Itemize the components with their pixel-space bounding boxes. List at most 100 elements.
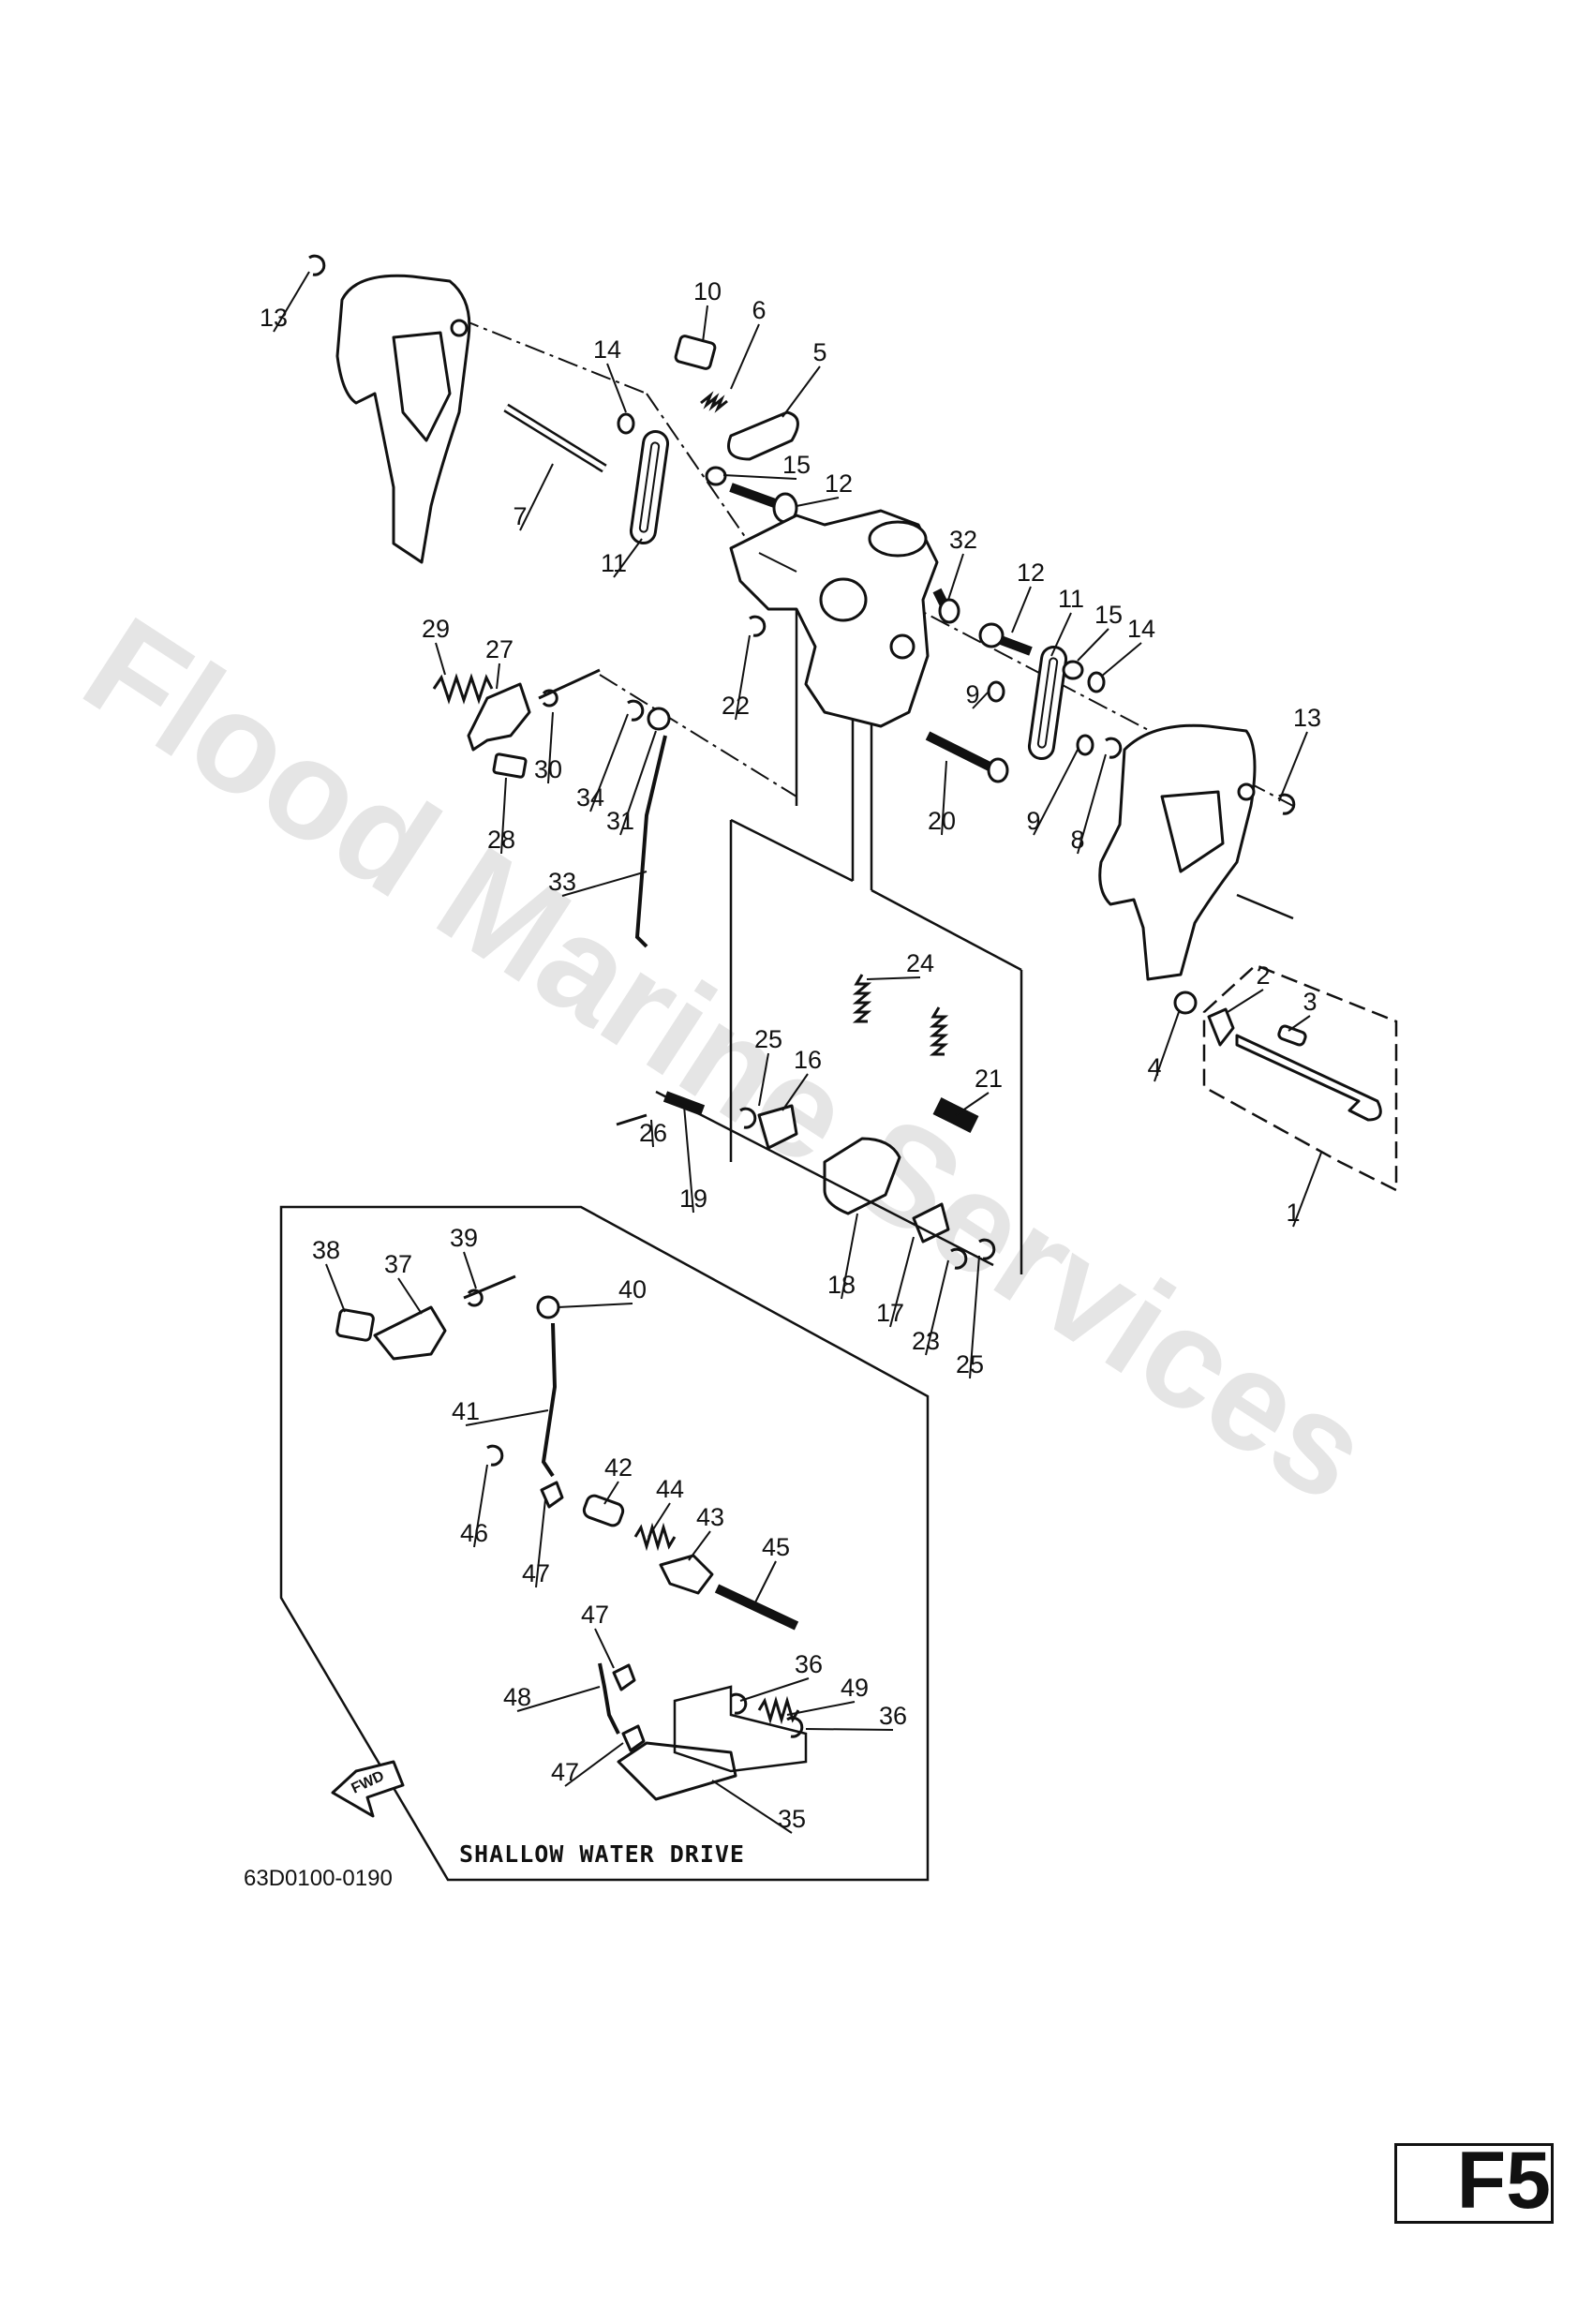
clip-46	[486, 1444, 504, 1467]
callout-number: 1	[1286, 1199, 1300, 1227]
callout-number: 9	[965, 680, 979, 708]
lever-43	[659, 1554, 714, 1595]
washer-15-left	[705, 466, 727, 486]
callout-leader	[650, 1119, 654, 1148]
callout-leader	[782, 365, 821, 418]
callout-leader	[603, 1481, 619, 1505]
callout-leader	[730, 323, 760, 390]
callout-leader	[397, 1277, 423, 1315]
callout-leader	[925, 1259, 949, 1356]
callout-number: 10	[693, 277, 722, 305]
callout-number: 36	[879, 1702, 907, 1730]
bracket-37	[373, 1305, 447, 1361]
callout-number: 37	[384, 1250, 412, 1278]
callout-number: 43	[696, 1503, 724, 1531]
bolt-32	[932, 588, 960, 624]
callout-number: 33	[548, 868, 576, 896]
clip-34	[627, 699, 645, 722]
callout-number: 49	[841, 1674, 869, 1702]
callout-number: 46	[460, 1519, 488, 1547]
callout-leader	[1050, 612, 1072, 657]
spring-44	[633, 1522, 677, 1552]
callout-leader	[753, 1560, 777, 1605]
callout-number: 15	[782, 451, 811, 479]
springs-24	[852, 974, 949, 1056]
bracket-16	[757, 1104, 798, 1150]
bracket-17	[912, 1202, 950, 1244]
callout-number: 31	[606, 807, 634, 835]
callout-leader	[648, 1502, 671, 1538]
page-tag: F5	[1394, 2140, 1554, 2224]
callout-number: 36	[795, 1650, 823, 1678]
fitting-31	[647, 707, 671, 731]
bracket-housing	[729, 509, 939, 728]
bolt-12-right	[978, 622, 1033, 656]
right-control-lever	[1098, 723, 1257, 981]
callout-leader	[688, 1530, 711, 1561]
callout-number: 14	[593, 335, 621, 364]
callout-leader	[805, 1728, 894, 1731]
callout-leader	[841, 1213, 858, 1300]
callout-leader	[782, 1073, 809, 1111]
callout-number: 38	[312, 1236, 340, 1264]
link-plate-11-right	[1027, 645, 1068, 761]
callout-leader	[496, 663, 500, 690]
callout-leader	[739, 1677, 810, 1702]
washer-14-left	[617, 412, 635, 435]
callout-leader	[947, 553, 964, 601]
drawing-code: 63D0100-0190	[244, 1866, 393, 1891]
callout-leader	[547, 711, 554, 784]
plate-2	[1207, 1007, 1235, 1047]
fwd-arrow: FWD	[331, 1760, 405, 1818]
callout-leader	[722, 474, 797, 480]
callout-number: 12	[1017, 559, 1045, 587]
callout-leader	[325, 1263, 346, 1313]
callout-number: 39	[450, 1224, 478, 1252]
callout-leader	[955, 1092, 990, 1116]
callout-leader	[796, 497, 840, 507]
clip-25-lower	[978, 1238, 996, 1260]
callout-leader	[735, 634, 751, 721]
callout-number: 44	[656, 1475, 684, 1503]
callout-number: 15	[1094, 601, 1123, 629]
callout-leader	[589, 713, 629, 812]
callout-leader	[594, 1628, 615, 1669]
callout-number: 8	[1070, 826, 1084, 854]
left-control-lever	[335, 274, 471, 564]
fitting-40	[536, 1295, 560, 1319]
callout-number: 28	[487, 826, 515, 854]
callout-number: 13	[1293, 704, 1321, 732]
callout-leader	[1288, 1015, 1311, 1032]
callout-leader	[1077, 753, 1107, 855]
callout-leader	[557, 1303, 633, 1308]
callout-leader	[786, 1701, 856, 1716]
callout-number: 48	[503, 1683, 531, 1711]
callout-number: 25	[754, 1025, 782, 1053]
lever-35	[617, 1741, 737, 1801]
callout-number: 40	[618, 1275, 647, 1304]
callout-leader	[564, 1742, 624, 1787]
clip-22	[749, 615, 767, 637]
callout-number: 27	[485, 635, 514, 663]
callout-leader	[1227, 989, 1264, 1013]
callout-number: 23	[912, 1327, 940, 1355]
rod-48	[598, 1662, 620, 1735]
callout-leader	[969, 1255, 980, 1379]
nut-4	[1173, 991, 1198, 1015]
fitting-47-mid	[612, 1663, 636, 1691]
callout-number: 17	[876, 1299, 904, 1327]
spring-6	[700, 391, 728, 413]
callout-leader	[1292, 1152, 1322, 1228]
clip-23	[950, 1247, 968, 1270]
callout-number: 3	[1303, 988, 1317, 1016]
block-38	[335, 1308, 375, 1342]
bolt-12-left	[729, 483, 798, 524]
bolt-20	[925, 731, 1009, 783]
washer-9-lower	[1076, 734, 1094, 756]
shift-shaft-line	[655, 1090, 994, 1267]
callout-number: 22	[722, 692, 750, 720]
callout-leader	[519, 463, 554, 531]
callout-number: 5	[812, 338, 826, 366]
callout-leader	[500, 777, 507, 855]
